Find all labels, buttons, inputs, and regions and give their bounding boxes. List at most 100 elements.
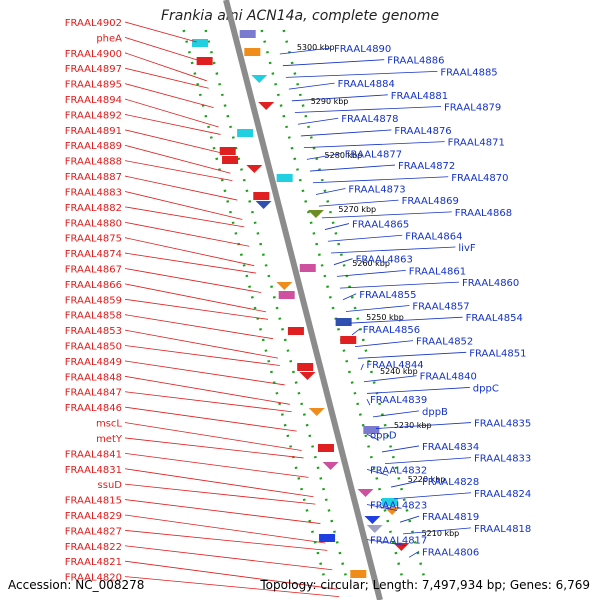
left-gene-label: FRAAL4866: [65, 280, 122, 291]
right-leader-line: [282, 59, 385, 67]
gene-block: [196, 57, 213, 65]
track-dots: [282, 29, 427, 581]
gene-arrow: [276, 282, 293, 290]
right-gene-label: FRAAL4854: [466, 313, 523, 324]
right-gene-label: FRAAL4855: [359, 290, 416, 301]
accession-text: Accession: NC_008278: [8, 578, 145, 592]
left-leader-line: [124, 529, 328, 551]
left-leader-line: [124, 391, 292, 413]
track-dots: [204, 29, 349, 581]
genome-backbone: [223, 0, 383, 600]
right-leader-line: [315, 188, 346, 195]
gene-block: [335, 318, 352, 326]
right-leader-line: [324, 223, 350, 230]
right-leader-line: [366, 468, 389, 476]
left-leader-line: [124, 129, 226, 155]
right-leader-line: [366, 539, 407, 546]
left-gene-label: FRAAL4847: [65, 388, 122, 399]
gene-block: [237, 129, 254, 137]
gene-block: [299, 264, 316, 272]
right-gene-label: FRAAL4884: [338, 79, 395, 90]
left-gene-label: FRAAL4846: [65, 403, 122, 414]
gene-arrow: [308, 408, 325, 416]
left-gene-label: FRAAL4880: [65, 218, 122, 229]
left-gene-label: FRAAL4887: [65, 172, 122, 183]
right-gene-label: FRAAL4860: [462, 278, 519, 289]
scale-tick-label: 5280 kbp: [325, 151, 363, 160]
gene-arrow: [246, 165, 263, 173]
left-gene-label: FRAAL4897: [65, 64, 122, 75]
right-gene-label: FRAAL4868: [455, 208, 512, 219]
feature-tracks: [182, 29, 427, 581]
right-gene-label: FRAAL4879: [444, 103, 501, 114]
gene-block: [239, 30, 256, 38]
left-leader-line: [124, 114, 221, 135]
left-leader-line: [124, 160, 233, 182]
right-leader-line: [330, 246, 456, 254]
left-gene-label: FRAAL4889: [65, 141, 122, 152]
right-gene-label: FRAAL4856: [363, 325, 420, 336]
left-leader-line: [124, 576, 340, 597]
right-gene-label: FRAAL4881: [391, 91, 448, 102]
right-gene-label: FRAAL4840: [420, 372, 477, 383]
right-leader-line: [384, 457, 472, 465]
scale-tick-label: 5240 kbp: [380, 367, 418, 376]
gene-block: [287, 327, 304, 335]
left-gene-label: FRAAL4875: [65, 234, 122, 245]
gene-block: [317, 444, 334, 452]
left-leader-line: [124, 422, 302, 451]
left-leader-line: [124, 52, 207, 82]
right-leader-line: [279, 47, 332, 55]
gene-arrow: [357, 489, 374, 497]
gene-arrow: [322, 462, 339, 470]
right-leader-line: [303, 141, 445, 149]
right-leader-line: [393, 492, 472, 500]
right-leader-line: [285, 71, 438, 78]
gene-arrow: [251, 75, 268, 83]
right-gene-label: FRAAL4872: [398, 161, 455, 172]
left-leader-line: [124, 560, 338, 590]
gene-block: [244, 48, 261, 56]
right-gene-label: FRAAL4870: [451, 173, 508, 184]
left-gene-label: FRAAL4850: [65, 342, 122, 353]
right-leader-line: [291, 94, 388, 102]
right-gene-label: oppD: [370, 430, 397, 441]
left-gene-label: FRAAL4820: [65, 573, 122, 584]
right-leader-line: [360, 363, 364, 371]
left-leader-line: [124, 98, 219, 128]
right-gene-label: FRAAL4839: [370, 395, 427, 406]
right-leader-line: [327, 234, 403, 242]
gene-arrow: [299, 372, 316, 380]
left-gene-label: metY: [96, 434, 123, 445]
left-leader-line: [124, 206, 245, 228]
right-gene-label: FRAAL4823: [370, 500, 427, 511]
right-gene-label: FRAAL4873: [348, 184, 405, 195]
left-leader-line: [124, 360, 285, 386]
right-gene-label: FRAAL4886: [387, 56, 444, 67]
left-leader-line: [124, 499, 321, 524]
right-leader-line: [408, 550, 420, 558]
right-leader-line: [399, 515, 420, 523]
right-leader-line: [363, 375, 417, 383]
left-gene-label: pheA: [96, 33, 122, 44]
right-leader-line: [345, 305, 410, 312]
right-leader-line: [309, 164, 396, 172]
left-gene-label: FRAAL4859: [65, 295, 122, 306]
right-leader-line: [366, 433, 380, 441]
right-gene-label: FRAAL4828: [422, 477, 479, 488]
right-gene-label: dppB: [422, 407, 448, 418]
right-labels: FRAAL4890FRAAL4886FRAAL4885FRAAL4884FRAA…: [279, 44, 531, 558]
gene-block: [192, 39, 209, 47]
right-gene-label: FRAAL4861: [409, 266, 466, 277]
right-leader-line: [294, 106, 442, 113]
left-leader-line: [124, 483, 316, 505]
left-gene-label: FRAAL4902: [65, 18, 122, 29]
right-gene-label: FRAAL4817: [370, 536, 427, 547]
left-gene-label: FRAAL4815: [65, 496, 122, 507]
scale-tick-label: 5260 kbp: [352, 259, 390, 268]
right-gene-label: FRAAL4806: [422, 547, 479, 558]
left-gene-label: FRAAL4891: [65, 126, 122, 137]
right-gene-label: FRAAL4869: [402, 196, 459, 207]
